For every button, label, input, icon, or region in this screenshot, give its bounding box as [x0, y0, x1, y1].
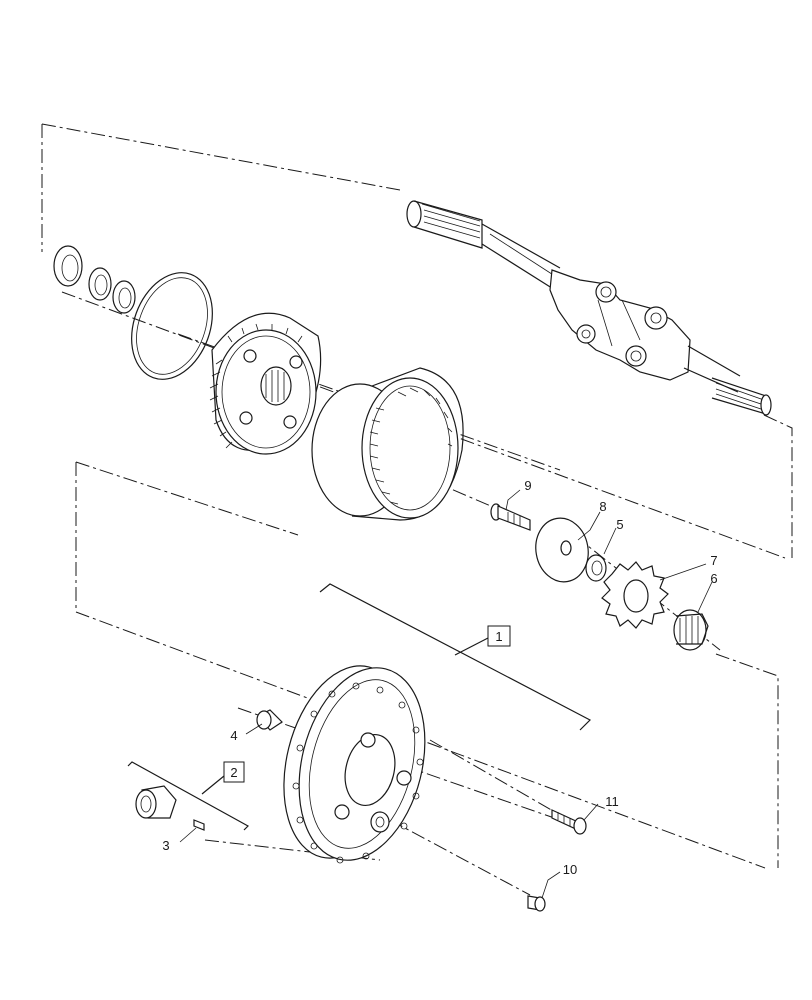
callout-1: 1	[487, 625, 511, 647]
callout-6-label: 6	[710, 571, 717, 586]
needle-bearing-6	[673, 609, 709, 651]
callout-2-label: 2	[230, 765, 237, 780]
subassembly-1-bracket	[319, 583, 592, 731]
subassembly-2-bracket	[127, 761, 249, 831]
ring-gear	[311, 367, 464, 521]
hub-housing	[283, 665, 426, 864]
callout-7-label: 7	[710, 553, 717, 568]
lower-assembly-boundary	[75, 461, 779, 869]
callout-3-label: 3	[162, 838, 169, 853]
callout-9-label: 9	[524, 478, 531, 493]
bolt-11	[551, 809, 587, 835]
axle-shaft	[406, 200, 772, 416]
flanged-bolt-9	[490, 503, 531, 531]
planet-gear-7	[601, 561, 669, 629]
dowel-pin-4	[256, 709, 283, 731]
thrust-washer-8	[535, 517, 589, 583]
callout-4-label: 4	[230, 728, 237, 743]
planet-carrier	[209, 312, 322, 455]
pin-3	[193, 819, 205, 831]
callout-11-label: 11	[605, 794, 619, 809]
plug-10	[527, 895, 546, 912]
callout-10-label: 10	[563, 862, 577, 877]
snap-ring-inner	[112, 280, 136, 314]
shaft-seal	[53, 245, 83, 287]
washer-5	[585, 554, 607, 582]
callout-8-label: 8	[599, 499, 606, 514]
leader-lines	[179, 489, 713, 899]
callout-5-label: 5	[616, 517, 623, 532]
snap-ring-outer	[88, 267, 112, 301]
callout-1-label: 1	[495, 629, 502, 644]
sensor-2	[135, 785, 177, 819]
callout-2: 2	[223, 761, 245, 783]
large-retaining-ring	[131, 272, 213, 380]
